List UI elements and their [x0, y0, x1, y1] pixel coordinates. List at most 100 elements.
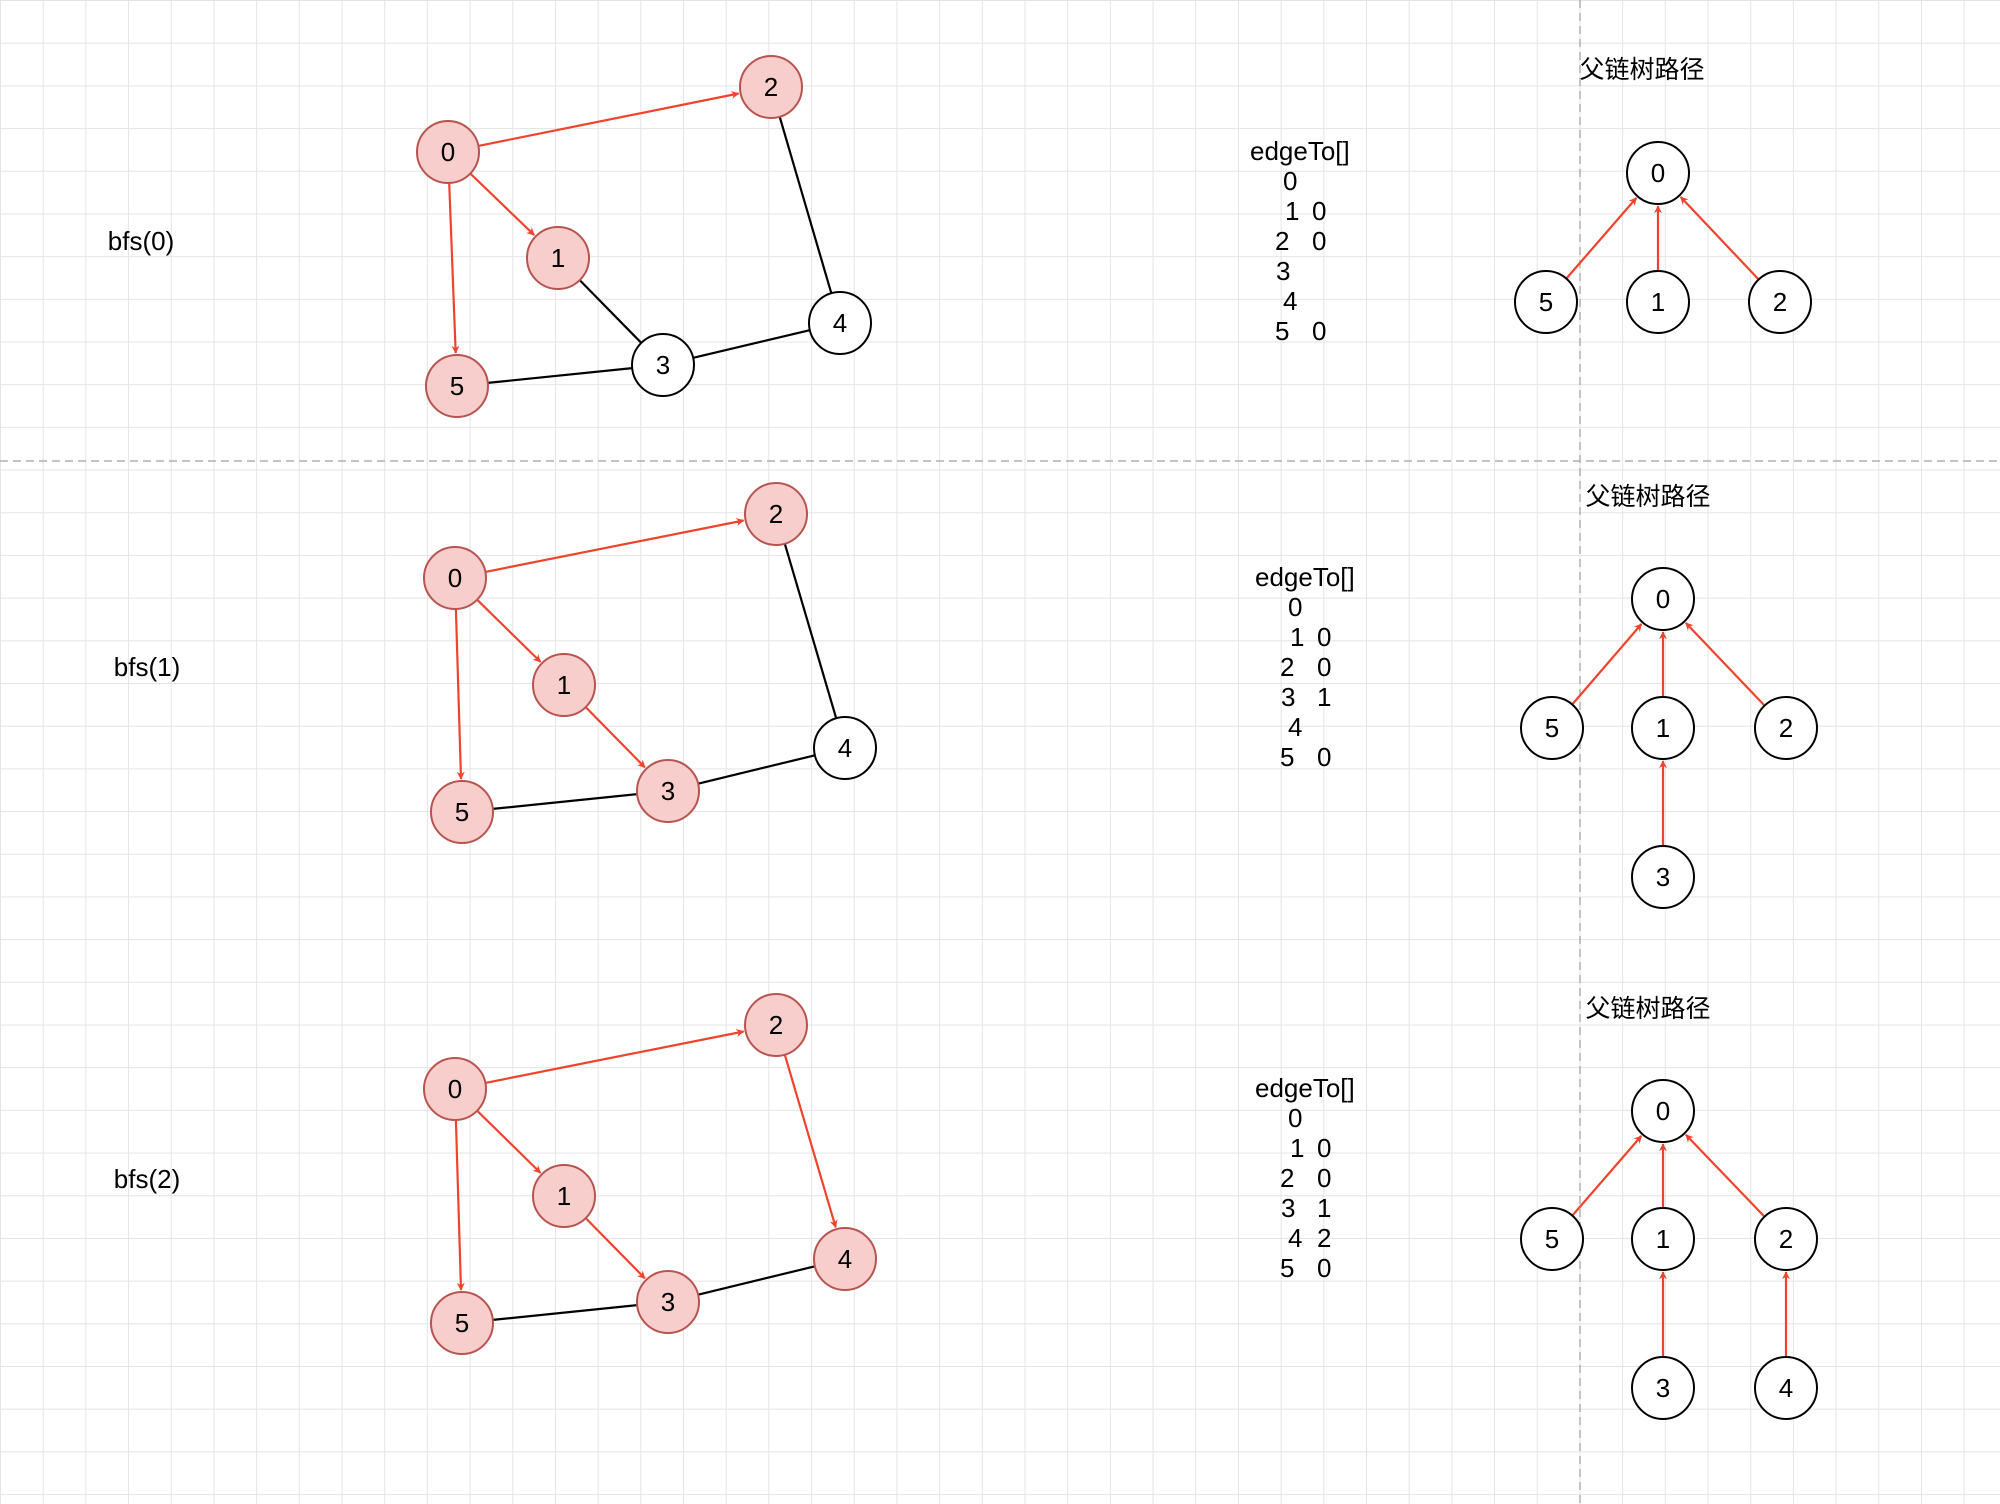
tree-title: 父链树路径 [1585, 483, 1710, 511]
parent-link [1685, 1134, 1766, 1218]
bfs-tree-edge [454, 608, 465, 780]
table-parent: 0 [1312, 316, 1326, 346]
graph-node: 2 [744, 482, 808, 546]
table-index: 3 [1281, 682, 1295, 712]
graph-node: 5 [430, 1291, 494, 1355]
graph-edge [778, 116, 833, 294]
bfs-tree-edge [783, 1054, 838, 1229]
parent-link [1571, 1135, 1643, 1217]
graph-node: 4 [808, 291, 872, 355]
table-index: 0 [1283, 166, 1297, 196]
graph-edge [578, 279, 643, 344]
graph-edges [454, 517, 838, 810]
table-parent: 0 [1317, 1163, 1331, 1193]
node-circle [430, 780, 494, 844]
node-label: 1 [551, 243, 565, 273]
node-circle [1754, 696, 1818, 760]
node-circle [744, 993, 808, 1057]
node-circle [813, 1227, 877, 1291]
bfs-tree-edge [584, 1217, 646, 1280]
tree-node: 0 [1631, 567, 1695, 631]
panel-label: bfs(1) [114, 652, 180, 682]
node-circle [1631, 845, 1695, 909]
node-circle [1514, 270, 1578, 334]
tree-node: 0 [1631, 1079, 1695, 1143]
node-label: 3 [1656, 1373, 1670, 1403]
graph-node: 5 [425, 354, 489, 418]
graph-node: 0 [423, 1057, 487, 1121]
node-circle [430, 1291, 494, 1355]
node-label: 4 [1779, 1373, 1793, 1403]
table-index: 5 [1280, 1253, 1294, 1283]
node-circle [1631, 1356, 1695, 1420]
table-parent: 0 [1317, 1133, 1331, 1163]
table-index: 4 [1288, 1223, 1302, 1253]
parent-link [1679, 196, 1760, 281]
parent-link [1571, 623, 1643, 706]
node-label: 2 [1773, 287, 1787, 317]
graph-node: 1 [526, 226, 590, 290]
graph-edge [492, 793, 638, 810]
graph-node: 3 [636, 1270, 700, 1334]
bfs-tree-edge [448, 182, 460, 354]
node-circle [1631, 1079, 1695, 1143]
table-index: 3 [1281, 1193, 1295, 1223]
tree-node: 1 [1631, 1207, 1695, 1271]
tree-node: 1 [1631, 696, 1695, 760]
table-header: edgeTo[] [1255, 562, 1355, 592]
node-circle [425, 354, 489, 418]
tree-node: 4 [1754, 1356, 1818, 1420]
table-index: 1 [1290, 1133, 1304, 1163]
node-label: 0 [1651, 158, 1665, 188]
graph-edge [697, 1265, 816, 1296]
table-index: 5 [1280, 742, 1294, 772]
node-label: 4 [838, 1244, 852, 1274]
graph-node: 2 [739, 55, 803, 119]
node-label: 0 [448, 563, 462, 593]
node-circle [1631, 1207, 1695, 1271]
table-index: 0 [1288, 1103, 1302, 1133]
tree-node: 5 [1520, 696, 1584, 760]
node-label: 3 [1656, 862, 1670, 892]
bfs-tree-edge [454, 1119, 465, 1291]
node-circle [532, 1164, 596, 1228]
panel-label: bfs(2) [114, 1164, 180, 1194]
panel-label: bfs(0) [108, 226, 174, 256]
node-label: 1 [1656, 713, 1670, 743]
table-header: edgeTo[] [1255, 1073, 1355, 1103]
graph-node: 4 [813, 1227, 877, 1291]
graph-node: 5 [430, 780, 494, 844]
tree-title: 父链树路径 [1579, 56, 1704, 84]
node-circle [631, 333, 695, 397]
node-circle [1520, 696, 1584, 760]
node-label: 5 [450, 371, 464, 401]
node-label: 3 [661, 776, 675, 806]
parent-tree: 父链树路径 0 5 1 2 3 [1520, 483, 1818, 909]
graph-edges [448, 91, 833, 384]
bfs-tree-edge [476, 598, 542, 663]
node-label: 2 [1779, 713, 1793, 743]
table-parent: 1 [1317, 682, 1331, 712]
node-label: 0 [1656, 584, 1670, 614]
bfs-tree-edge [476, 1109, 542, 1174]
node-circle [739, 55, 803, 119]
node-circle [636, 759, 700, 823]
tree-node: 5 [1514, 270, 1578, 334]
bfs-tree-edge [584, 706, 646, 769]
node-circle [1631, 696, 1695, 760]
table-index: 0 [1288, 592, 1302, 622]
node-label: 2 [769, 499, 783, 529]
node-label: 2 [1779, 1224, 1793, 1254]
node-label: 3 [656, 350, 670, 380]
graph-node: 4 [813, 716, 877, 780]
node-circle [416, 120, 480, 184]
node-circle [1626, 141, 1690, 205]
node-circle [1631, 567, 1695, 631]
graph-edge [692, 329, 811, 359]
node-circle [423, 1057, 487, 1121]
